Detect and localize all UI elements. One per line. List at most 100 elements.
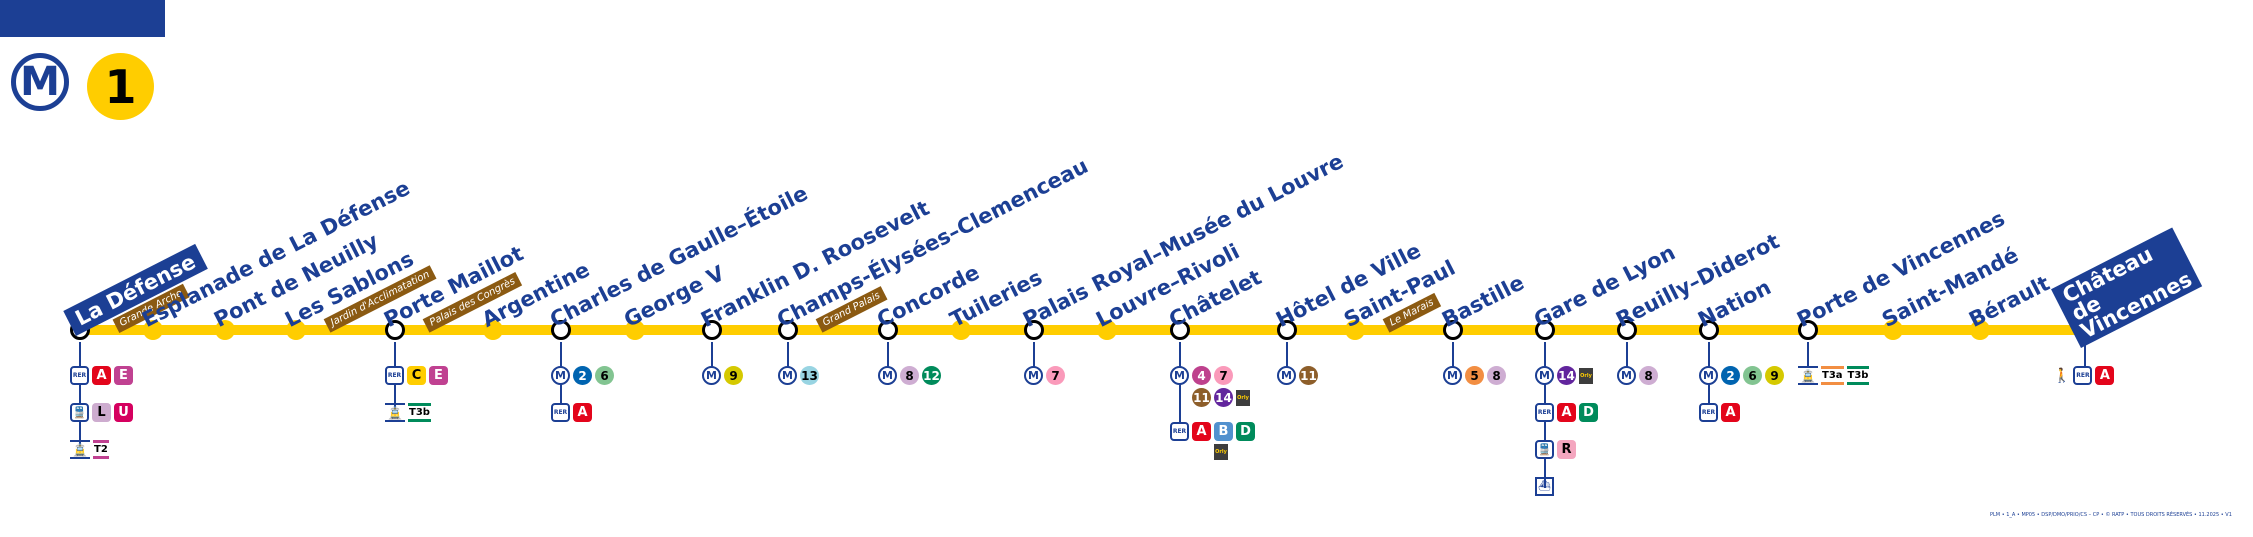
metro-logo-icon: M — [11, 53, 69, 111]
metro-line-badge: 11 — [1299, 366, 1318, 385]
metro-correspondence: M 8 12 — [878, 366, 941, 385]
interchange-marker — [385, 320, 405, 340]
train-line-badge: U — [114, 403, 133, 422]
rer-icon: RER — [1170, 422, 1189, 441]
metro-line-badge: 4 — [1192, 366, 1211, 385]
metro-line-badge: 12 — [922, 366, 941, 385]
metro-correspondence: M 14 Orly — [1535, 366, 1593, 385]
connector — [1452, 342, 1454, 368]
rer-line-badge: A — [1557, 403, 1576, 422]
rer-line-badge: E — [429, 366, 448, 385]
metro-correspondence: M 8 — [1617, 366, 1658, 385]
metro-line-badge: 2 — [573, 366, 592, 385]
metro-correspondence: M 5 8 — [1443, 366, 1506, 385]
metro-line-badge: 8 — [900, 366, 919, 385]
connector — [1286, 342, 1288, 368]
metro-line-badge: 9 — [1765, 366, 1784, 385]
tram-icon: 🚊 — [70, 440, 90, 459]
boat-icon: ⛴ — [1535, 477, 1554, 496]
train-correspondence: 🚆 R — [1535, 440, 1576, 459]
metro-correspondence-2: 11 14 Orly — [1192, 388, 1250, 407]
metro-line-badge: 7 — [1046, 366, 1065, 385]
rer-correspondence: 🚶 RER A — [2053, 366, 2115, 385]
train-icon: 🚆 — [70, 403, 89, 422]
interchange-marker — [778, 320, 798, 340]
metro-correspondence: M 13 — [778, 366, 819, 385]
metro-correspondence: M 9 — [702, 366, 743, 385]
metro-icon: M — [1443, 366, 1462, 385]
metro-correspondence: M 7 — [1024, 366, 1065, 385]
interchange-marker — [1024, 320, 1044, 340]
station-label: Château de Vincennes — [2051, 227, 2203, 348]
station-dot — [143, 320, 163, 340]
connector — [1179, 342, 1181, 440]
rer-correspondence: RER A E — [70, 366, 133, 385]
station-dot — [215, 320, 235, 340]
metro-correspondence: M 11 — [1277, 366, 1318, 385]
rer-icon: RER — [70, 366, 89, 385]
rer-icon: RER — [2073, 366, 2093, 385]
station-label: Charles de Gaulle–Étoile — [546, 180, 812, 332]
tram-correspondence: 🚊 T3a T3b — [1798, 366, 1870, 385]
connector — [1033, 342, 1035, 368]
rer-line-badge: E — [114, 366, 133, 385]
connector — [711, 342, 713, 368]
metro-line-badge: 8 — [1487, 366, 1506, 385]
station-dot — [1097, 320, 1117, 340]
interchange-marker — [1443, 320, 1463, 340]
interchange-marker — [1170, 320, 1190, 340]
boat-correspondence: ⛴ — [1535, 477, 1554, 496]
metro-line-badge: 6 — [1743, 366, 1762, 385]
metro-line-badge: 14 — [1214, 388, 1233, 407]
orly-airport-icon: Orly — [1236, 389, 1250, 406]
station-dot — [1970, 320, 1990, 340]
rer-line-badge: A — [1721, 403, 1740, 422]
metro-icon: M — [1535, 366, 1554, 385]
walking-icon: 🚶 — [2053, 367, 2071, 384]
rer-line-badge: B — [1214, 422, 1233, 441]
connector — [787, 342, 789, 368]
metro-line-badge: 13 — [800, 366, 819, 385]
metro-icon: M — [1024, 366, 1043, 385]
rer-icon: RER — [1699, 403, 1718, 422]
interchange-marker — [1699, 320, 1719, 340]
interchange-marker — [1535, 320, 1555, 340]
train-line-badge: R — [1557, 440, 1576, 459]
rer-correspondence: RER A — [1699, 403, 1740, 422]
metro-correspondence: M 4 7 — [1170, 366, 1233, 385]
connector — [2084, 342, 2086, 368]
metro-line-badge: 5 — [1465, 366, 1484, 385]
tram-line-badge: T3a — [1821, 366, 1844, 385]
connector — [1807, 342, 1809, 368]
station-dot — [483, 320, 503, 340]
rer-correspondence: RER A B D — [1170, 422, 1255, 441]
interchange-marker — [551, 320, 571, 340]
tram-line-badge: T2 — [93, 440, 109, 459]
interchange-marker — [878, 320, 898, 340]
station-dot — [1345, 320, 1365, 340]
interchange-marker — [1277, 320, 1297, 340]
orly-airport-icon: Orly — [1214, 444, 1228, 460]
metro-line-badge: 9 — [724, 366, 743, 385]
rer-line-badge: A — [2095, 366, 2115, 385]
train-icon: 🚆 — [1535, 440, 1554, 459]
tram-correspondence: 🚊 T2 — [70, 440, 109, 459]
metro-line-badge: 8 — [1639, 366, 1658, 385]
metro-icon: M — [1699, 366, 1718, 385]
rer-line-badge: C — [407, 366, 426, 385]
metro-icon: M — [1170, 366, 1189, 385]
train-line-badge: L — [92, 403, 111, 422]
interchange-marker — [1798, 320, 1818, 340]
rer-correspondence: RER A D — [1535, 403, 1598, 422]
interchange-marker — [1617, 320, 1637, 340]
rer-icon: RER — [1535, 403, 1554, 422]
metro-line-badge: 2 — [1721, 366, 1740, 385]
station-dot — [1883, 320, 1903, 340]
metro-icon: M — [778, 366, 797, 385]
header-bar — [0, 0, 165, 37]
metro-line-badge: 14 — [1557, 366, 1576, 385]
rer-icon: RER — [551, 403, 570, 422]
rer-correspondence: RER A — [551, 403, 592, 422]
metro-icon: M — [878, 366, 897, 385]
rer-line-badge: D — [1236, 422, 1255, 441]
